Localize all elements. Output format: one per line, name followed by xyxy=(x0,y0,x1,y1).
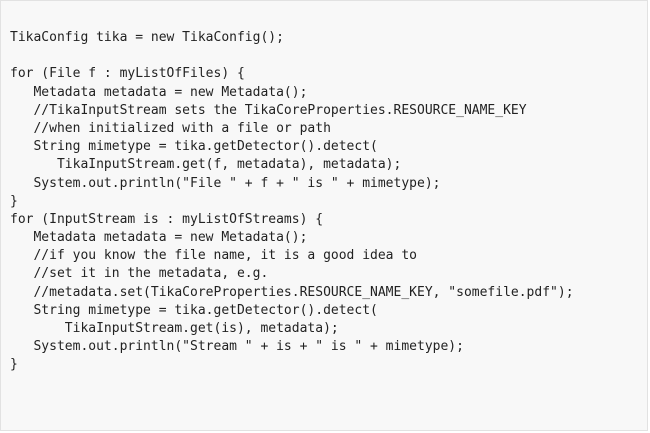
code-line: for (InputStream is : myListOfStreams) { xyxy=(10,211,324,227)
code-line: for (File f : myListOfFiles) { xyxy=(10,66,245,82)
code-line: String mimetype = tika.getDetector().det… xyxy=(10,302,378,318)
code-line: } xyxy=(10,193,18,209)
code-line: //when initialized with a file or path xyxy=(10,120,331,136)
code-line: } xyxy=(10,357,18,373)
code-line: TikaConfig tika = new TikaConfig(); xyxy=(10,30,284,45)
code-line: System.out.println("File " + f + " is " … xyxy=(10,175,441,191)
code-line: TikaInputStream.get(is), metadata); xyxy=(10,321,339,336)
code-line: //set it in the metadata, e.g. xyxy=(10,266,269,282)
code-line xyxy=(10,47,574,65)
code-line: String mimetype = tika.getDetector().det… xyxy=(10,139,378,155)
code-line: Metadata metadata = new Metadata(); xyxy=(10,84,308,100)
code-line: System.out.println("Stream " + is + " is… xyxy=(10,339,464,355)
code-line: //metadata.set(TikaCoreProperties.RESOUR… xyxy=(10,284,574,300)
code-line: //TikaInputStream sets the TikaCorePrope… xyxy=(10,102,527,118)
code-line: TikaInputStream.get(f, metadata), metada… xyxy=(10,157,402,173)
code-line: //if you know the file name, it is a goo… xyxy=(10,248,417,264)
code-line: Metadata metadata = new Metadata(); xyxy=(10,230,308,246)
code-block: TikaConfig tika = new TikaConfig(); for (… xyxy=(10,29,574,375)
